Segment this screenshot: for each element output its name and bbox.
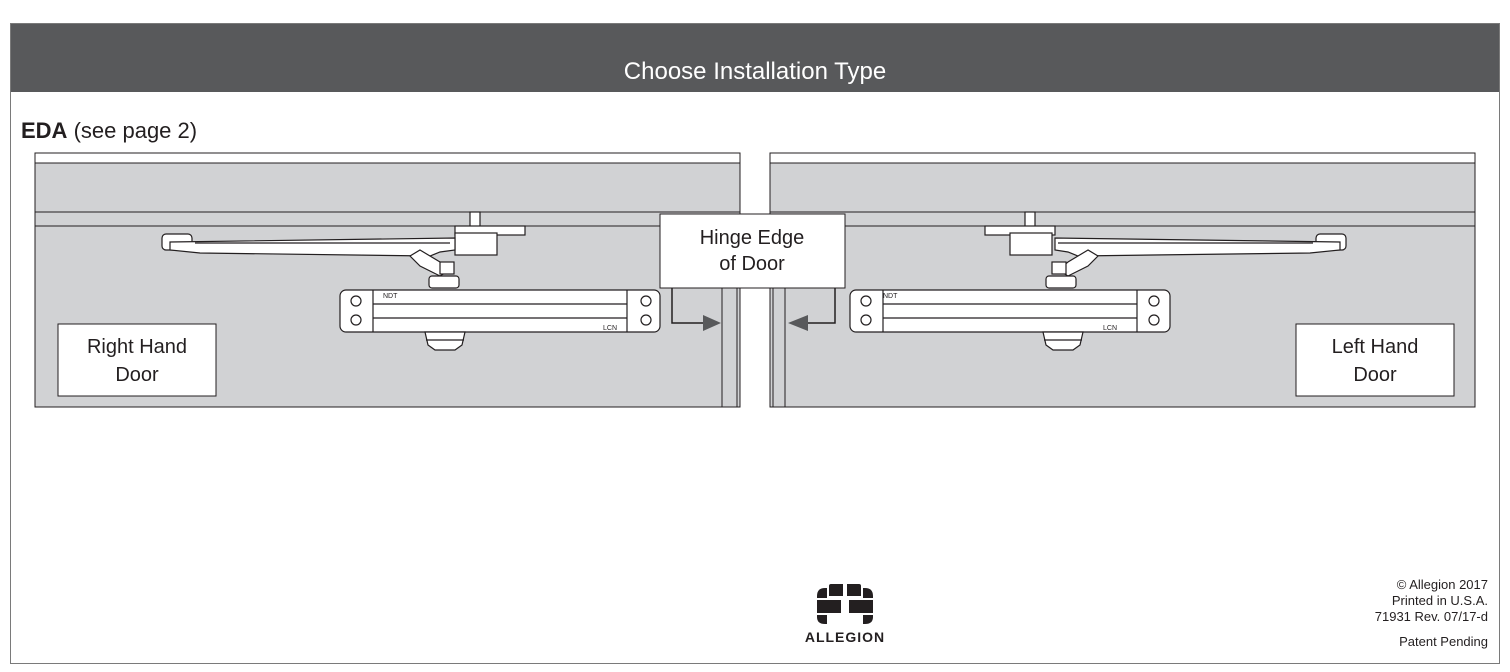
allegion-logo: ALLEGION (805, 584, 885, 644)
logo-wordmark: ALLEGION (805, 629, 885, 644)
copyright-text: © Allegion 2017 (1396, 577, 1488, 592)
closer-model-mark: NDT (883, 293, 898, 300)
allegion-mark-icon (817, 584, 873, 624)
door-closer-left-hand: NDT LCN (849, 211, 1347, 351)
right-hand-label-line2: Door (115, 364, 159, 386)
title-bar: Choose Installation Type (11, 24, 1499, 92)
section-label: EDA (see page 2) (21, 118, 197, 144)
page-title: Choose Installation Type (623, 58, 887, 85)
section-label-bold: EDA (21, 118, 68, 143)
hinge-label-line2: of Door (719, 253, 785, 275)
left-hand-label-line1: Left Hand (1332, 336, 1419, 358)
arrow-left-icon (788, 315, 808, 331)
door-closer-right-hand: NDT LCN (161, 211, 661, 351)
left-hand-door-label: Left Hand Door (1295, 323, 1455, 397)
patent-text: Patent Pending (1399, 634, 1488, 649)
closer-brand-mark: LCN (603, 325, 617, 332)
revision-text: 71931 Rev. 07/17-d (1374, 609, 1488, 624)
section-label-rest: (see page 2) (67, 118, 198, 143)
closer-brand-mark: LCN (1103, 325, 1117, 332)
hinge-edge-callout: Hinge Edge of Door (659, 213, 846, 331)
page-frame: Choose Installation Type EDA (see page 2… (10, 23, 1500, 664)
right-hand-door-label: Right Hand Door (57, 323, 217, 397)
closer-model-mark: NDT (383, 293, 398, 300)
hinge-label-line1: Hinge Edge (700, 227, 805, 249)
printed-text: Printed in U.S.A. (1391, 593, 1488, 608)
arrow-right-icon (703, 315, 721, 331)
left-hand-label-line2: Door (1353, 364, 1397, 386)
right-hand-label-line1: Right Hand (87, 336, 187, 358)
right-hand-door-panel (34, 152, 741, 408)
